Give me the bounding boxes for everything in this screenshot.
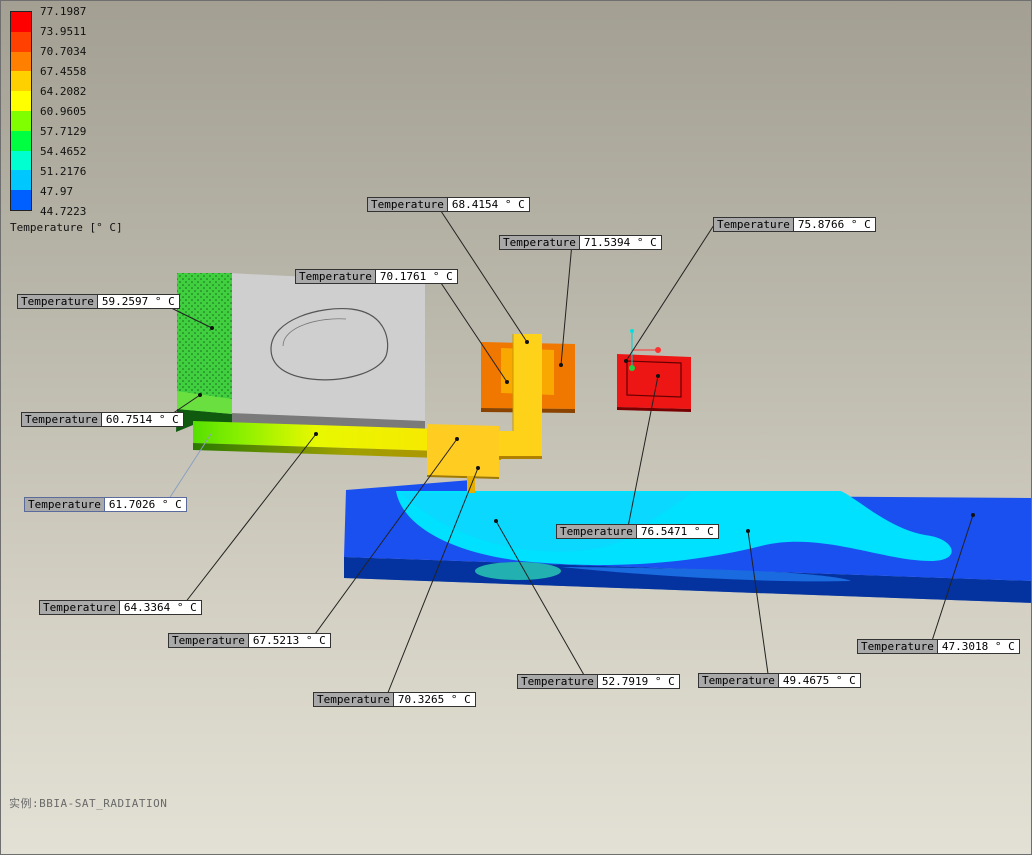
probe-label-value: 68.4154 ° C: [447, 197, 530, 212]
probe-label-value: 71.5394 ° C: [579, 235, 662, 250]
probe-label-name: Temperature: [39, 600, 120, 615]
legend-value: 47.97: [40, 185, 74, 198]
legend-value: 57.7129: [40, 125, 87, 138]
probe-label-name: Temperature: [857, 639, 938, 654]
legend-color-bar: [10, 11, 32, 211]
probe-label-value: 67.5213 ° C: [248, 633, 331, 648]
legend-swatch: [11, 190, 31, 211]
probe-label-name: Temperature: [698, 673, 779, 688]
model-name-label: 实例:BBIA-SAT_RADIATION: [9, 797, 168, 810]
probe-label[interactable]: Temperature 70.3265 ° C: [313, 692, 476, 707]
probe-label[interactable]: Temperature 52.7919 ° C: [517, 674, 680, 689]
probe-label-value: 64.3364 ° C: [119, 600, 202, 615]
probe-label[interactable]: Temperature 47.3018 ° C: [857, 639, 1020, 654]
green-component[interactable]: [176, 273, 232, 432]
probe-label-value: 75.8766 ° C: [793, 217, 876, 232]
heat-pipe-bar[interactable]: [193, 421, 501, 460]
probe-label-value: 49.4675 ° C: [778, 673, 861, 688]
probe-label-name: Temperature: [556, 524, 637, 539]
probe-label[interactable]: Temperature 75.8766 ° C: [713, 217, 876, 232]
legend-swatch: [11, 71, 31, 92]
legend-swatch: [11, 170, 31, 191]
legend-swatch: [11, 91, 31, 112]
probe-label[interactable]: Temperature 67.5213 ° C: [168, 633, 331, 648]
probe-label[interactable]: Temperature 49.4675 ° C: [698, 673, 861, 688]
legend-swatch: [11, 51, 31, 72]
legend-value: 64.2082: [40, 85, 87, 98]
legend-value: 60.9605: [40, 105, 87, 118]
legend-value: 67.4558: [40, 65, 87, 78]
probe-label[interactable]: Temperature 76.5471 ° C: [556, 524, 719, 539]
legend-title: Temperature [° C]: [10, 221, 123, 234]
legend-swatch: [11, 150, 31, 171]
probe-label-name: Temperature: [295, 269, 376, 284]
probe-label-value: 52.7919 ° C: [597, 674, 680, 689]
yellow-l-pipe[interactable]: [499, 334, 542, 459]
legend-value: 54.4652: [40, 145, 87, 158]
legend-value: 73.9511: [40, 25, 87, 38]
probe-label-value: 70.3265 ° C: [393, 692, 476, 707]
probe-label-name: Temperature: [367, 197, 448, 212]
probe-label-value: 60.7514 ° C: [101, 412, 184, 427]
legend-swatch: [11, 12, 31, 33]
probe-label-name: Temperature: [313, 692, 394, 707]
probe-label-name: Temperature: [21, 412, 102, 427]
probe-label-name: Temperature: [24, 497, 105, 512]
probe-points: [198, 326, 975, 533]
probe-label-value: 47.3018 ° C: [937, 639, 1020, 654]
probe-label-name: Temperature: [17, 294, 98, 309]
gray-component[interactable]: [229, 273, 425, 431]
probe-label[interactable]: Temperature 59.2597 ° C: [17, 294, 180, 309]
legend-value: 44.7223: [40, 205, 87, 218]
red-component[interactable]: [617, 329, 691, 412]
probe-label[interactable]: Temperature 64.3364 ° C: [39, 600, 202, 615]
legend-swatch: [11, 130, 31, 152]
probe-label-value: 70.1761 ° C: [375, 269, 458, 284]
probe-label-name: Temperature: [499, 235, 580, 250]
legend-value: 70.7034: [40, 45, 87, 58]
probe-label-name: Temperature: [517, 674, 598, 689]
legend-swatch: [11, 31, 31, 53]
probe-label[interactable]: Temperature 70.1761 ° C: [295, 269, 458, 284]
probe-label-selected[interactable]: Temperature 61.7026 ° C: [24, 497, 187, 512]
probe-label-value: 61.7026 ° C: [104, 497, 187, 512]
probe-label[interactable]: Temperature 68.4154 ° C: [367, 197, 530, 212]
legend-value: 77.1987: [40, 5, 87, 18]
radiator-plate[interactable]: [344, 480, 1032, 603]
probe-label-name: Temperature: [713, 217, 794, 232]
probe-label[interactable]: Temperature 71.5394 ° C: [499, 235, 662, 250]
probe-label-name: Temperature: [168, 633, 249, 648]
probe-label[interactable]: Temperature 60.7514 ° C: [21, 412, 184, 427]
legend-value: 51.2176: [40, 165, 87, 178]
probe-leader-lines: [158, 204, 974, 701]
probe-label-value: 59.2597 ° C: [97, 294, 180, 309]
probe-label-value: 76.5471 ° C: [636, 524, 719, 539]
legend-swatch: [11, 111, 31, 132]
